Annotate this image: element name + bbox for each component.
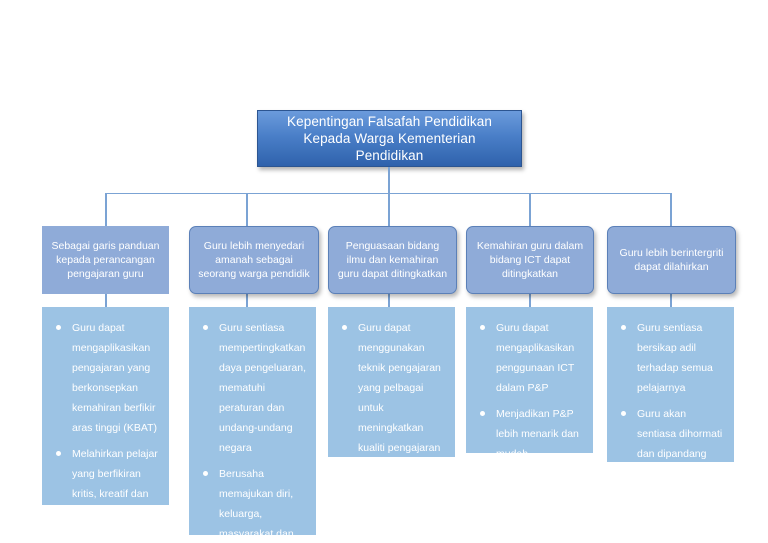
detail-box-5[interactable]: Guru sentiasa bersikap adil terhadap sem… bbox=[607, 307, 734, 462]
list-item: Guru dapat mengaplikasikan pengajaran ya… bbox=[50, 318, 161, 438]
connector-drop-1 bbox=[105, 192, 107, 226]
list-item-text: Guru dapat mengaplikasikan pengajaran ya… bbox=[72, 322, 157, 434]
connector-drop-5 bbox=[670, 192, 672, 226]
connector-link-5 bbox=[670, 294, 672, 307]
connector-horizontal-bus bbox=[105, 192, 670, 194]
root-node[interactable]: Kepentingan Falsafah Pendidikan Kepada W… bbox=[257, 110, 522, 167]
detail-box-2[interactable]: Guru sentiasa mempertingkatkan daya peng… bbox=[189, 307, 316, 535]
category-box-4[interactable]: Kemahiran guru dalam bidang ICT dapat di… bbox=[466, 226, 594, 294]
detail-box-1[interactable]: Guru dapat mengaplikasikan pengajaran ya… bbox=[42, 307, 169, 505]
detail-box-3[interactable]: Guru dapat menggunakan teknik pengajaran… bbox=[328, 307, 455, 457]
connector-drop-3 bbox=[388, 192, 390, 226]
bullet-dot-icon bbox=[621, 325, 626, 330]
root-node-title: Kepentingan Falsafah Pendidikan Kepada W… bbox=[287, 114, 492, 163]
category-box-4-label: Kemahiran guru dalam bidang ICT dapat di… bbox=[476, 240, 584, 280]
list-item-text: Guru dapat mengaplikasikan penggunaan IC… bbox=[496, 322, 575, 394]
category-box-5[interactable]: Guru lebih berintergriti dapat dilahirka… bbox=[607, 226, 736, 294]
list-item-text: Guru dapat menggunakan teknik pengajaran… bbox=[358, 322, 441, 454]
list-item: Guru dapat menggunakan teknik pengajaran… bbox=[336, 318, 447, 457]
connector-link-1 bbox=[105, 294, 107, 307]
connector-title-stem bbox=[388, 167, 390, 194]
detail-list-3: Guru dapat menggunakan teknik pengajaran… bbox=[336, 318, 447, 457]
list-item: Guru sentiasa mempertingkatkan daya peng… bbox=[197, 318, 308, 458]
category-box-3[interactable]: Penguasaan bidang ilmu dan kemahiran gur… bbox=[328, 226, 457, 294]
connector-drop-4 bbox=[529, 192, 531, 226]
connector-link-4 bbox=[529, 294, 531, 307]
connector-link-2 bbox=[246, 294, 248, 307]
list-item: Guru akan sentiasa dihormati dan dipanda… bbox=[615, 404, 726, 462]
bullet-dot-icon bbox=[203, 471, 208, 476]
list-item-text: Berusaha memajukan diri, keluarga, masya… bbox=[219, 468, 294, 535]
bullet-dot-icon bbox=[203, 325, 208, 330]
list-item: Guru sentiasa bersikap adil terhadap sem… bbox=[615, 318, 726, 398]
category-box-3-label: Penguasaan bidang ilmu dan kemahiran gur… bbox=[337, 240, 448, 280]
detail-list-1: Guru dapat mengaplikasikan pengajaran ya… bbox=[50, 318, 161, 505]
bullet-dot-icon bbox=[480, 411, 485, 416]
bullet-dot-icon bbox=[56, 451, 61, 456]
list-item-text: Menjadikan P&P lebih menarik dan mudah bbox=[496, 408, 579, 453]
list-item: Guru dapat mengaplikasikan penggunaan IC… bbox=[474, 318, 585, 398]
list-item-text: Guru akan sentiasa dihormati dan dipanda… bbox=[637, 408, 723, 460]
category-box-2-label: Guru lebih menyedari amanah sebagai seor… bbox=[198, 240, 310, 280]
detail-list-2: Guru sentiasa mempertingkatkan daya peng… bbox=[197, 318, 308, 535]
bullet-dot-icon bbox=[342, 325, 347, 330]
category-box-2[interactable]: Guru lebih menyedari amanah sebagai seor… bbox=[189, 226, 319, 294]
list-item: Melahirkan pelajar yang berfikiran kriti… bbox=[50, 444, 161, 505]
category-box-1[interactable]: Sebagai garis panduan kepada perancangan… bbox=[42, 226, 169, 294]
list-item-text: Guru sentiasa bersikap adil terhadap sem… bbox=[637, 322, 713, 394]
category-box-1-label: Sebagai garis panduan kepada perancangan… bbox=[51, 240, 160, 280]
list-item-text: Melahirkan pelajar yang berfikiran kriti… bbox=[72, 448, 158, 500]
detail-list-4: Guru dapat mengaplikasikan penggunaan IC… bbox=[474, 318, 585, 453]
category-box-5-label: Guru lebih berintergriti dapat dilahirka… bbox=[619, 247, 724, 273]
bullet-dot-icon bbox=[621, 411, 626, 416]
bullet-dot-icon bbox=[480, 325, 485, 330]
connector-link-3 bbox=[388, 294, 390, 307]
list-item: Berusaha memajukan diri, keluarga, masya… bbox=[197, 464, 308, 535]
detail-list-5: Guru sentiasa bersikap adil terhadap sem… bbox=[615, 318, 726, 462]
detail-box-4[interactable]: Guru dapat mengaplikasikan penggunaan IC… bbox=[466, 307, 593, 453]
list-item-text: Guru sentiasa mempertingkatkan daya peng… bbox=[219, 322, 306, 454]
connector-drop-2 bbox=[246, 192, 248, 226]
bullet-dot-icon bbox=[56, 325, 61, 330]
list-item: Menjadikan P&P lebih menarik dan mudah bbox=[474, 404, 585, 453]
